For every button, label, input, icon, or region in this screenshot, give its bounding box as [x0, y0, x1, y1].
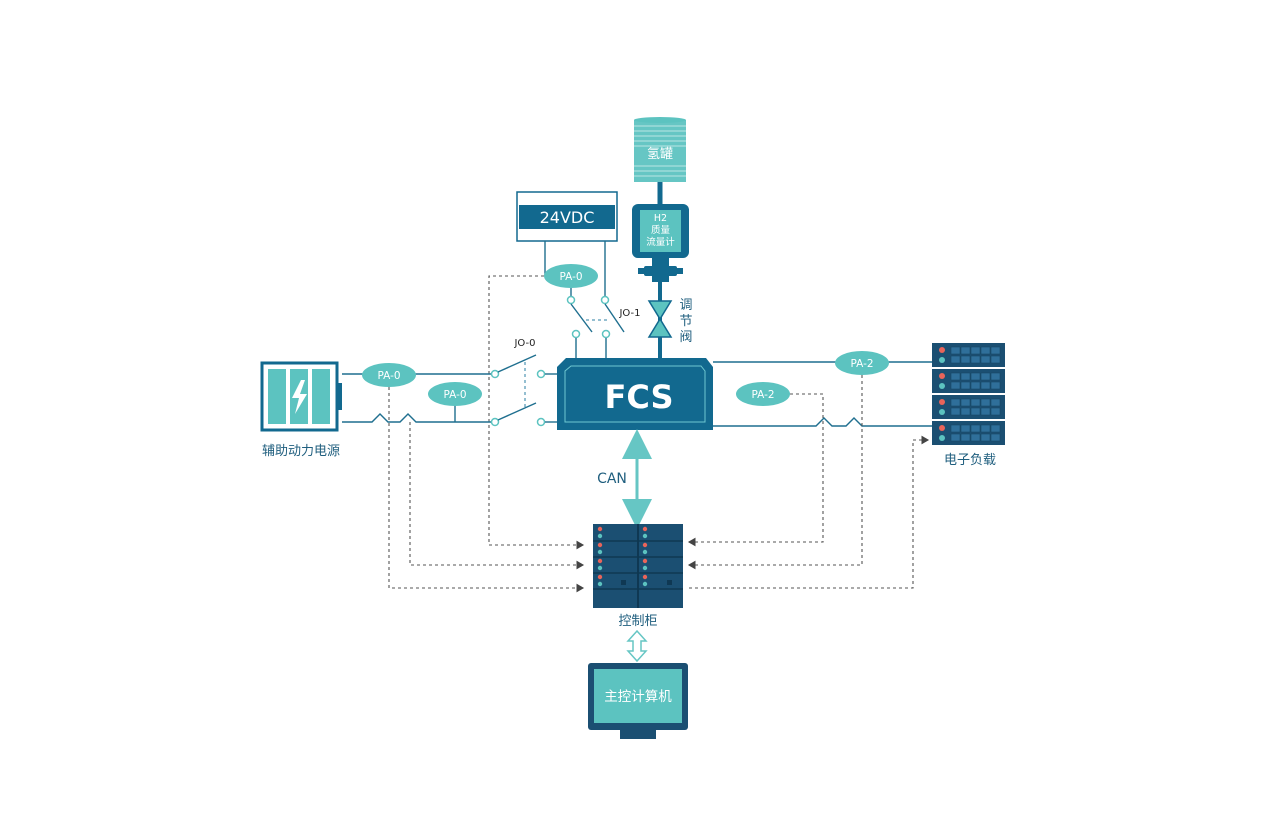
pa0-top-label: PA-0 — [559, 271, 582, 283]
load-rack-unit — [932, 343, 1005, 367]
hydrogen-tank: 氢罐 — [634, 117, 686, 182]
flow-meter-label-1: H2 — [654, 213, 667, 224]
fcs-unit: FCS — [557, 358, 713, 430]
power-supply-label: 24VDC — [540, 208, 595, 227]
valve-label-3: 阀 — [679, 330, 692, 345]
sensor-pa2-right-lower: PA-2 — [736, 382, 790, 406]
control-cabinet-label: 控制柜 — [618, 614, 657, 629]
pa0-left-upper-label: PA-0 — [377, 370, 400, 382]
sensor-pa0-top: PA-0 — [544, 264, 598, 288]
sensor-pa0-left-lower: PA-0 — [428, 382, 482, 406]
electronic-load: 电子负载 — [932, 343, 1005, 468]
fcs-label: FCS — [605, 378, 674, 416]
pa0-left-lower-label: PA-0 — [443, 389, 466, 401]
link-arrow — [626, 629, 648, 663]
load-rack-unit — [932, 369, 1005, 393]
load-rack-unit — [932, 395, 1005, 419]
power-supply-24vdc: 24VDC — [516, 191, 618, 242]
can-bus: CAN — [597, 429, 652, 529]
can-label: CAN — [597, 471, 627, 487]
regulating-valve: 调 节 阀 — [647, 298, 693, 345]
sensor-pa2-right-upper: PA-2 — [835, 351, 889, 375]
pa2-right-upper-label: PA-2 — [850, 358, 873, 370]
control-cabinet: 控制柜 — [593, 524, 683, 629]
pa2-right-lower-label: PA-2 — [751, 389, 774, 401]
h2-mass-flow-meter: H2 质量 流量计 — [632, 204, 689, 282]
switch-jo1: JO-1 — [566, 295, 641, 358]
aux-power-battery: 辅助动力电源 — [260, 361, 342, 459]
load-rack-unit — [932, 421, 1005, 445]
aux-power-label: 辅助动力电源 — [262, 444, 340, 459]
electronic-load-label: 电子负载 — [944, 453, 996, 468]
jo0-label: JO-0 — [513, 338, 535, 349]
valve-label-2: 节 — [679, 314, 692, 329]
flow-meter-label-2: 质量 — [651, 224, 671, 236]
master-computer-label: 主控计算机 — [604, 689, 672, 705]
valve-label-1: 调 — [679, 298, 692, 313]
switch-jo0: JO-0 — [490, 338, 557, 427]
master-computer: 主控计算机 — [588, 663, 688, 739]
flow-meter-label-3: 流量计 — [646, 236, 675, 248]
sensor-pa0-left-upper: PA-0 — [362, 363, 416, 387]
jo1-label: JO-1 — [618, 308, 640, 319]
hydrogen-tank-label: 氢罐 — [647, 147, 673, 162]
